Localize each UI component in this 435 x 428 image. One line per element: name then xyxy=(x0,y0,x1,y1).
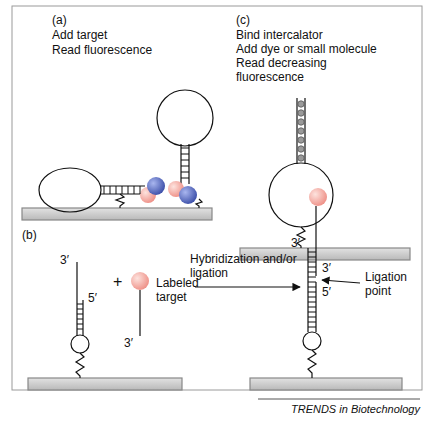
panel-b-art xyxy=(28,188,402,390)
rung xyxy=(308,272,316,273)
strand-end: 3′ xyxy=(124,336,133,350)
step-text: Add dye or small molecule xyxy=(236,42,377,56)
intercalator xyxy=(298,110,304,116)
source-credit: TRENDS in Biotechnology xyxy=(258,402,420,416)
surface xyxy=(22,208,212,220)
rung xyxy=(308,312,316,313)
strand-end: 3′ xyxy=(60,253,69,267)
rung xyxy=(77,329,83,330)
intercalator xyxy=(298,137,304,143)
rung xyxy=(308,317,316,318)
rung xyxy=(181,172,189,173)
target-strand xyxy=(139,290,140,336)
panel-a-art xyxy=(22,90,213,220)
step-label: Hybridization and/or ligation xyxy=(190,252,298,280)
strand-end: 5′ xyxy=(88,291,97,305)
rung xyxy=(181,178,189,179)
quencher xyxy=(147,177,165,195)
credit-rule xyxy=(258,399,420,400)
rung xyxy=(308,297,316,298)
callout-label: Ligation point xyxy=(365,270,420,298)
rung xyxy=(308,292,316,293)
probe-loop xyxy=(39,168,101,212)
rung xyxy=(308,282,316,283)
tether xyxy=(196,199,202,208)
fluorophore xyxy=(131,272,149,290)
rung xyxy=(308,287,316,288)
step-text: Add target xyxy=(52,28,107,42)
intercalator xyxy=(298,128,304,134)
plus-sign: + xyxy=(113,275,122,289)
fluorophore xyxy=(309,188,327,206)
rung xyxy=(181,166,189,167)
rung xyxy=(110,186,111,194)
leader-arrow xyxy=(322,280,360,283)
rung xyxy=(308,322,316,323)
rung xyxy=(122,186,123,194)
probe-strand xyxy=(76,262,77,336)
tether xyxy=(76,353,84,378)
panel-letter: (a) xyxy=(52,13,67,27)
rung xyxy=(77,314,83,315)
strand-end: 3′ xyxy=(322,261,331,275)
rung xyxy=(181,160,189,161)
surface xyxy=(250,378,402,390)
rung xyxy=(77,304,83,305)
intercalator xyxy=(298,101,304,107)
intercalator-dots xyxy=(298,101,304,161)
rung xyxy=(308,327,316,328)
panel-c-art xyxy=(240,98,410,260)
quencher xyxy=(179,186,197,204)
rung xyxy=(77,324,83,325)
rung xyxy=(116,186,117,194)
tether xyxy=(308,350,316,378)
probe-loop xyxy=(303,332,321,350)
step-text: Read decreasing fluorescence xyxy=(236,56,348,84)
rung xyxy=(140,186,141,194)
strand-end: 5′ xyxy=(322,285,331,299)
rung xyxy=(181,154,189,155)
surface xyxy=(28,378,182,390)
strand-end: 3′ xyxy=(291,236,300,250)
process-arrow xyxy=(195,286,300,287)
target-label: Labeled target xyxy=(156,276,212,304)
rung xyxy=(104,186,105,194)
rung xyxy=(308,267,316,268)
rung xyxy=(134,186,135,194)
rung xyxy=(308,257,316,258)
rung xyxy=(308,252,316,253)
probe-strand xyxy=(307,248,308,332)
intercalator xyxy=(298,119,304,125)
panel-letter: (c) xyxy=(236,13,250,27)
probe-strand xyxy=(82,300,83,336)
rung xyxy=(308,302,316,303)
probe-loop xyxy=(269,163,333,227)
panel-frame xyxy=(12,6,422,390)
intercalator xyxy=(298,146,304,152)
step-text: Read fluorescence xyxy=(52,43,152,57)
probe-loop xyxy=(71,335,89,353)
rung xyxy=(308,307,316,308)
rung xyxy=(128,186,129,194)
rung xyxy=(308,262,316,263)
intercalator xyxy=(298,155,304,161)
rung xyxy=(308,277,316,278)
base-pair-rungs xyxy=(77,148,316,329)
rung xyxy=(181,148,189,149)
panel-letter: (b) xyxy=(22,228,37,242)
rung xyxy=(77,309,83,310)
rung xyxy=(77,319,83,320)
tether xyxy=(116,194,124,208)
step-text: Bind intercalator xyxy=(236,28,323,42)
target-strand xyxy=(315,206,316,276)
probe-loop xyxy=(157,90,213,146)
